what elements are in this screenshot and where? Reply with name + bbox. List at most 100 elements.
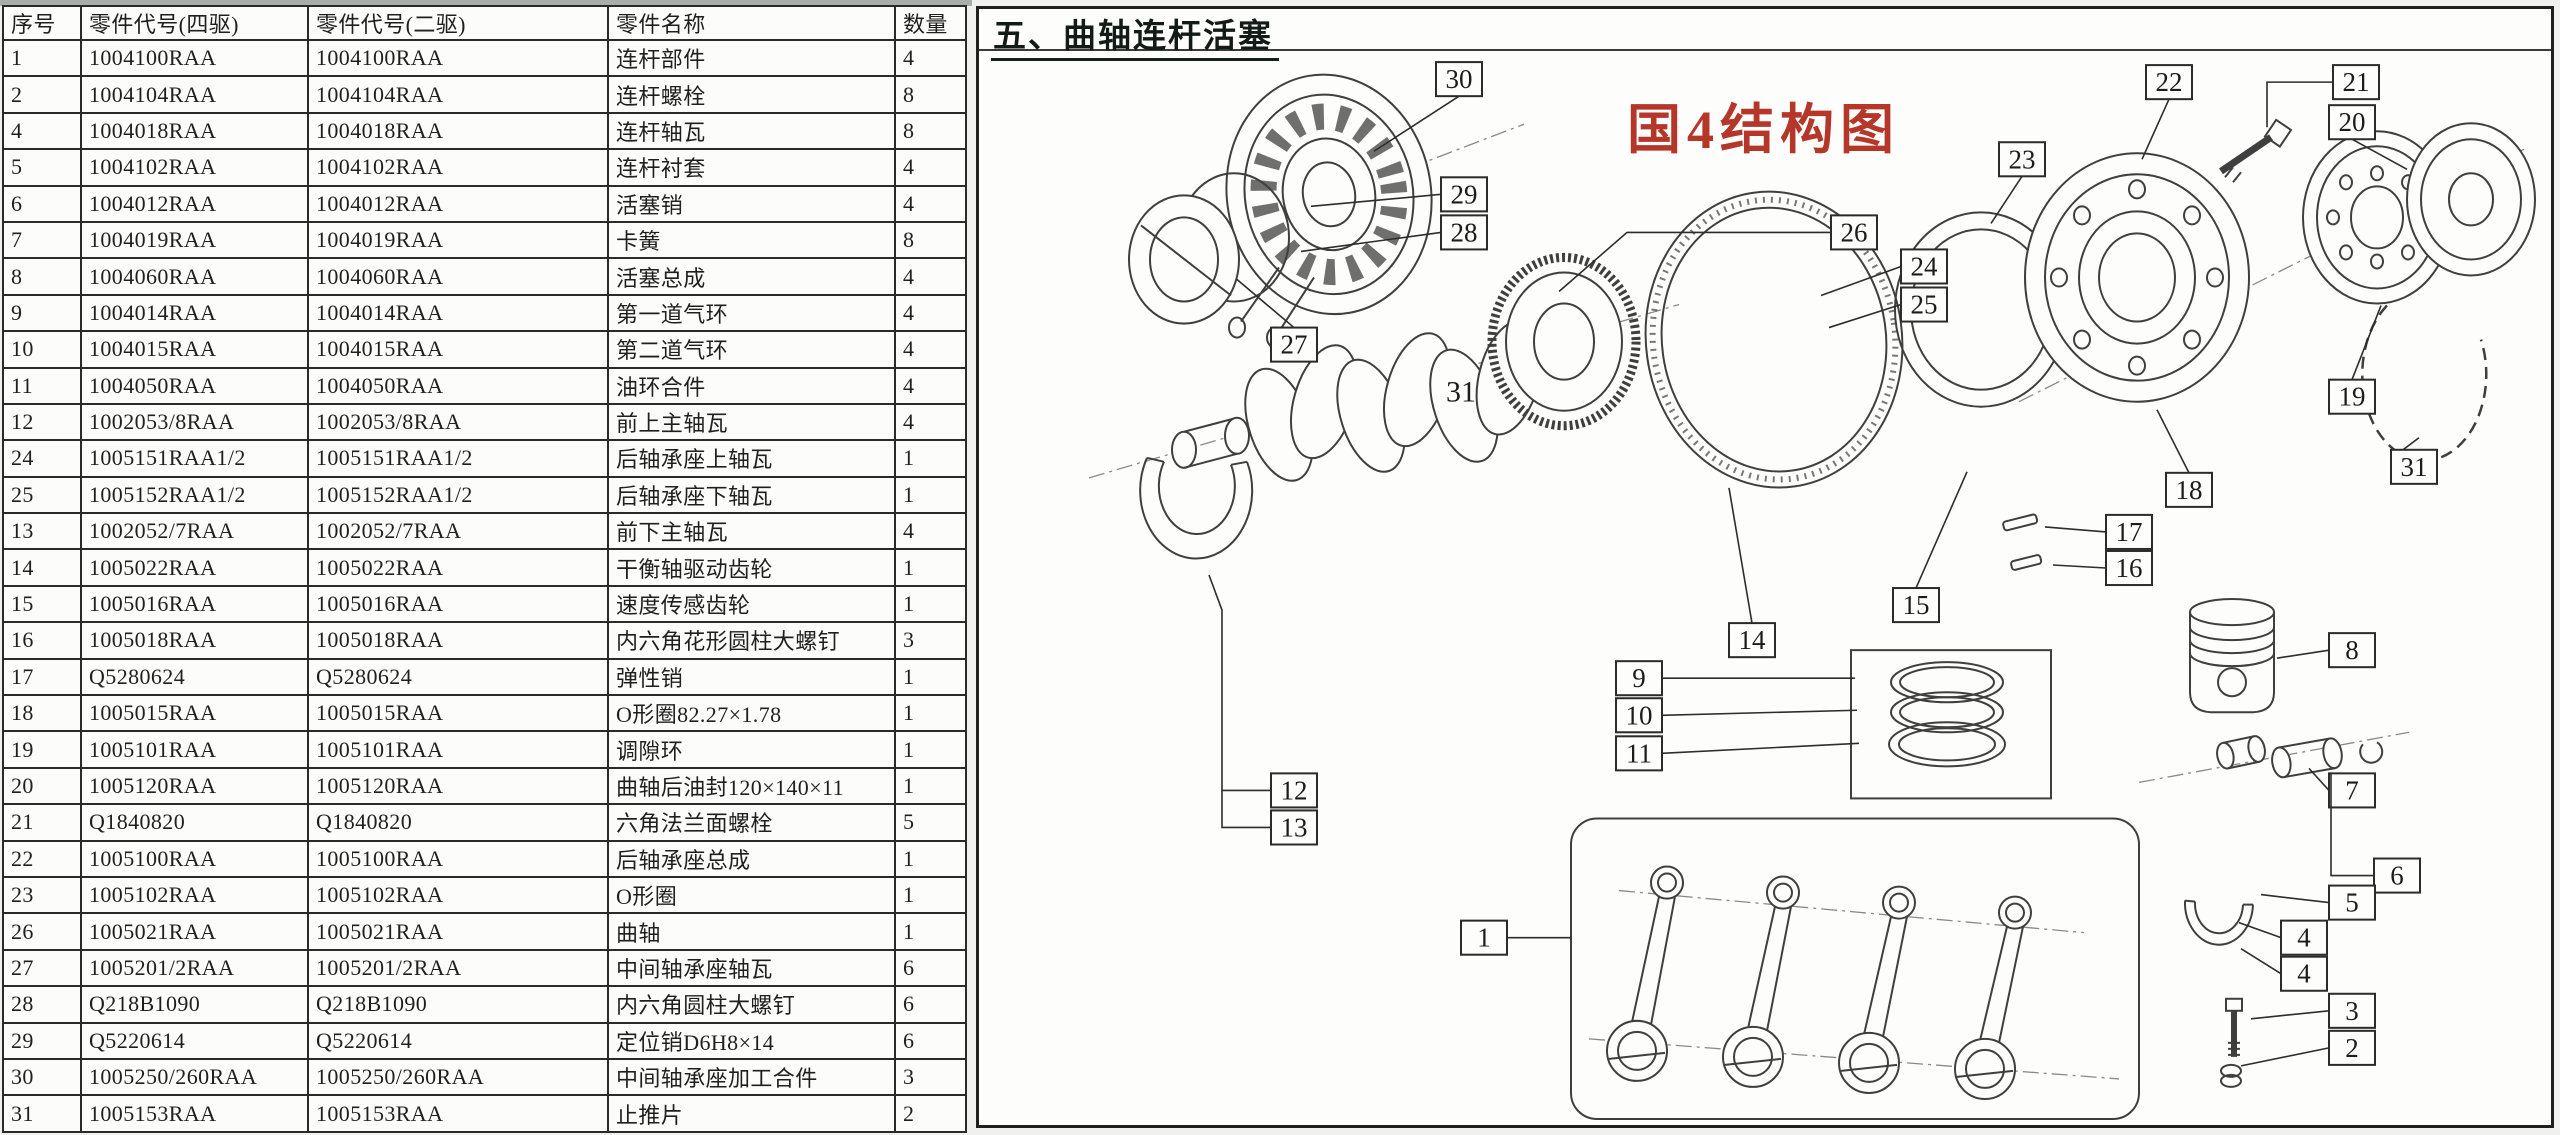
callout-box-23 — [1998, 141, 2046, 178]
callout-box-16 — [2105, 549, 2153, 587]
callout-box-13 — [1270, 809, 1318, 846]
table-cell: 1005151RAA1/2 — [80, 439, 309, 478]
callout-number: 7 — [2345, 775, 2359, 805]
table-cell: 3 — [894, 621, 967, 660]
connecting-rod — [1954, 895, 2032, 1100]
table-cell: 1002052/7RAA — [80, 512, 309, 551]
table-cell: 8 — [894, 220, 967, 260]
callout-number: 31 — [2401, 452, 2428, 482]
table-cell: 1005153RAA — [307, 1094, 609, 1133]
main-bearing-shell-drawing — [1139, 456, 1254, 560]
callout-leader-line — [2351, 305, 2382, 380]
table-cell: 4 — [894, 402, 967, 442]
callout-box-4 — [2280, 955, 2328, 992]
table-cell: 1005015RAA — [307, 694, 609, 733]
callout-box-31 — [2390, 448, 2438, 485]
table-cell: 六角法兰面螺栓 — [607, 803, 896, 842]
connecting-rod — [1606, 865, 1684, 1082]
table-cell: 27 — [2, 948, 82, 988]
table-cell: 4 — [894, 184, 967, 223]
flexplate-drawing — [1225, 73, 1433, 316]
table-cell: Q1840820 — [307, 803, 609, 842]
callout-box-12 — [1270, 772, 1318, 809]
callout-number: 3 — [2345, 996, 2359, 1026]
table-cell: 曲轴 — [607, 912, 896, 951]
rod-bearing-shell-drawing — [2183, 899, 2254, 946]
table-cell: Q218B1090 — [80, 985, 309, 1024]
callout-number: 9 — [1632, 663, 1646, 693]
table-cell: 1005250/260RAA — [80, 1057, 309, 1097]
callout-leader-line — [1310, 193, 1442, 208]
title-rule — [979, 49, 2551, 51]
callout-number: 27 — [1281, 330, 1308, 360]
rod-bolt-drawing — [2220, 997, 2243, 1088]
table-cell: 4 — [894, 330, 967, 369]
callout-number: 4 — [2297, 959, 2311, 989]
callout-box-15 — [1892, 587, 1940, 624]
table-cell: 1005201/2RAA — [80, 948, 309, 988]
table-cell: 12 — [2, 402, 82, 442]
table-cell: 4 — [894, 293, 967, 333]
callout-box-28 — [1440, 214, 1488, 251]
table-cell: 20 — [2, 766, 82, 806]
callout-leader-line — [1558, 231, 1831, 293]
callout-box-4 — [2280, 919, 2328, 956]
callout-number: 21 — [2343, 67, 2370, 97]
table-cell: 1 — [2, 38, 82, 78]
table-cell: 前上主轴瓦 — [607, 402, 896, 442]
table-cell: 1004019RAA — [307, 220, 609, 260]
table-cell: 15 — [2, 584, 82, 624]
callout-number: 20 — [2339, 107, 2366, 137]
callout-number: 14 — [1739, 625, 1766, 655]
callout-number: 2 — [2345, 1033, 2359, 1063]
table-cell: 10 — [2, 330, 82, 369]
table-cell: 油环合件 — [607, 366, 896, 405]
callout-number: 24 — [1911, 251, 1938, 281]
table-cell: 1 — [894, 766, 967, 806]
callout-leader-line — [1221, 790, 1271, 829]
table-cell: 1005153RAA — [80, 1094, 309, 1133]
callout-leader-line — [1300, 231, 1442, 253]
table-cell: 卡簧 — [607, 220, 896, 260]
callout-number: 16 — [2116, 553, 2143, 583]
callout-number: 29 — [1451, 179, 1478, 209]
table-cell: 内六角花形圆柱大螺钉 — [607, 621, 896, 660]
table-cell: 1005102RAA — [80, 875, 309, 915]
table-cell: 1004102RAA — [80, 148, 309, 187]
table-cell: 2 — [2, 75, 82, 114]
callout-leader-line — [1373, 95, 1460, 152]
table-cell: 29 — [2, 1021, 82, 1060]
table-cell: 1005120RAA — [307, 766, 609, 806]
table-cell: 1004015RAA — [307, 330, 609, 369]
table-cell: 1 — [894, 548, 967, 587]
table-cell: 4 — [894, 257, 967, 296]
callout-leader-line — [2330, 772, 2374, 877]
flange-bolt-drawing — [2219, 118, 2293, 183]
callout-box-1 — [1460, 919, 1508, 956]
table-cell: 内六角圆柱大螺钉 — [607, 985, 896, 1024]
table-cell: 后轴承座下轴瓦 — [607, 475, 896, 515]
callout-number: 18 — [2176, 475, 2203, 505]
callout-leader-line — [2250, 1009, 2330, 1020]
callout-leader-line — [2276, 649, 2330, 659]
table-cell: 1005022RAA — [80, 548, 309, 587]
callout-box-24 — [1900, 248, 1948, 285]
callout-number: 5 — [2345, 888, 2359, 918]
table-cell: Q5220614 — [307, 1021, 609, 1060]
table-cell: 定位销D6H8×14 — [607, 1021, 896, 1060]
table-cell: 1005151RAA1/2 — [307, 439, 609, 478]
table-cell: 1004060RAA — [307, 257, 609, 296]
table-cell: 中间轴承座轴瓦 — [607, 948, 896, 988]
callout-box-21 — [2332, 64, 2380, 101]
table-cell: 1002052/7RAA — [307, 512, 609, 551]
table-cell: 1005250/260RAA — [307, 1057, 609, 1097]
callout-number: 30 — [1446, 64, 1473, 94]
